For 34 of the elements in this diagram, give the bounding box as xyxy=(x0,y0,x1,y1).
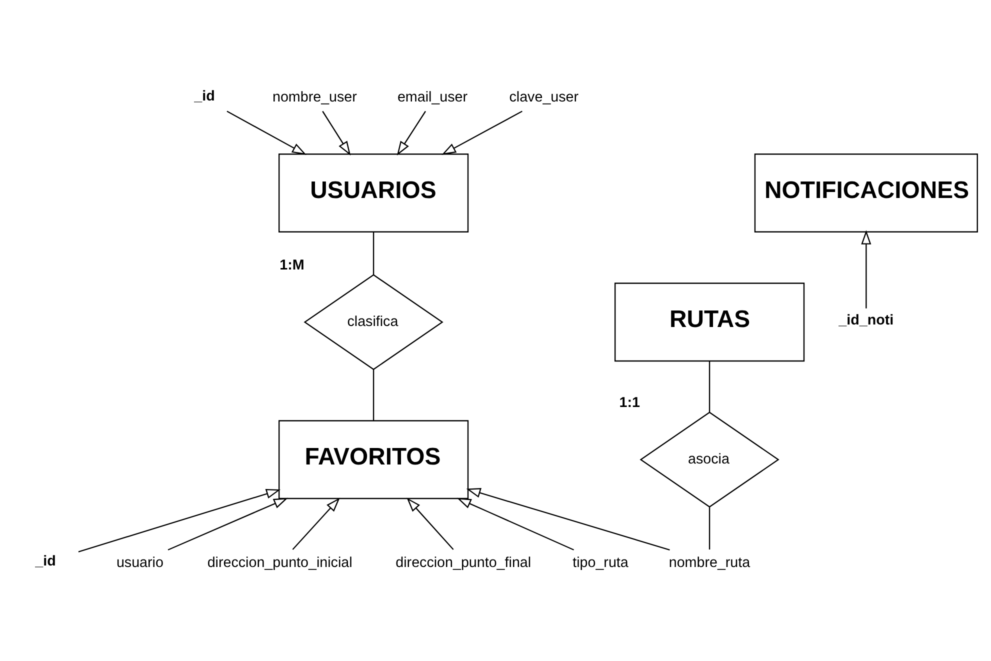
node-box: USUARIOS xyxy=(278,154,469,232)
node-text: clave_user xyxy=(509,90,579,106)
node-text: email_user xyxy=(397,90,468,106)
arrow xyxy=(292,498,340,550)
node-diamond: clasifica xyxy=(304,274,444,370)
node-text: direccion_punto_final xyxy=(396,554,532,571)
connector xyxy=(708,361,710,412)
arrow xyxy=(861,230,872,308)
node-text: tipo_ruta xyxy=(572,554,628,571)
arrow xyxy=(456,498,574,550)
node-diamond: asocia xyxy=(640,412,780,508)
connector xyxy=(708,507,710,550)
arrow xyxy=(396,110,426,156)
arrow xyxy=(322,110,351,156)
node-box: FAVORITOS xyxy=(278,420,469,500)
node-text: _id_noti xyxy=(838,312,894,329)
node-box: RUTAS xyxy=(614,282,805,362)
node-text: usuario xyxy=(116,554,164,571)
connector xyxy=(372,232,374,275)
arrow xyxy=(78,488,280,552)
node-text: nombre_ruta xyxy=(668,554,750,571)
arrow xyxy=(466,488,670,550)
node-text: direccion_punto_inicial xyxy=(207,554,352,571)
node-label: 1:M xyxy=(280,258,304,274)
arrow xyxy=(168,498,288,550)
node-label: 1:1 xyxy=(619,395,640,412)
node-text: _id xyxy=(35,554,56,570)
node-text: nombre_user xyxy=(272,90,357,106)
node-box: NOTIFICACIONES xyxy=(754,154,978,232)
arrow xyxy=(442,110,522,155)
connector xyxy=(372,369,374,421)
arrow xyxy=(226,110,306,155)
node-text: _id xyxy=(194,88,215,104)
arrow xyxy=(406,498,454,550)
